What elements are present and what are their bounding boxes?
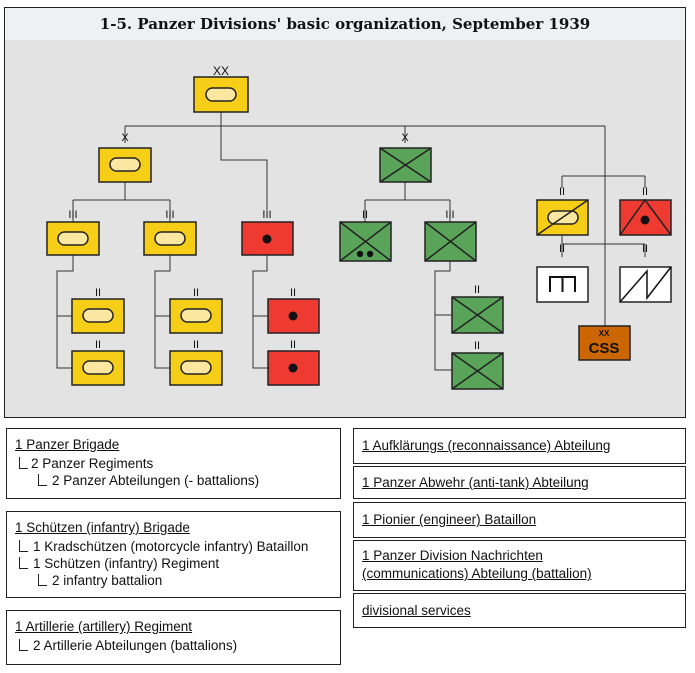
echelon-x-label: X (121, 132, 129, 144)
diagram-title: 1-5. Panzer Divisions' basic organizatio… (4, 7, 686, 41)
echelon-ii-label: II (642, 186, 648, 198)
kradschuetzen-battalion-symbol: II (339, 209, 392, 262)
engineer-battalion-symbol: II (536, 243, 589, 303)
divisional-services-box: divisional services (353, 593, 686, 628)
org-chart-panel: XX X III III III X (4, 40, 686, 418)
signals-text-line1: 1 Panzer Division Nachrichten (362, 548, 543, 563)
echelon-iii-label: III (445, 209, 454, 221)
panzer-battalion-symbol: II (71, 339, 125, 386)
echelon-ii-label: II (362, 209, 368, 221)
panzer-battalion-symbol: II (169, 287, 223, 334)
echelon-xx-label: XX (213, 64, 229, 78)
infantry-battalion-line: 2 infantry battalion (52, 573, 163, 588)
panzer-battalion-symbol: II (169, 339, 223, 386)
tree-branch (19, 540, 28, 552)
panzer-regiments-line: 2 Panzer Regiments (31, 456, 154, 471)
css-echelon-label: XX (599, 329, 610, 338)
tree-branch (19, 557, 28, 569)
echelon-iii-label: III (68, 209, 77, 221)
tree-branch (38, 474, 47, 486)
engineer-text: 1 Pionier (engineer) Bataillon (362, 512, 537, 527)
panzer-regiment-1-symbol: III (46, 209, 100, 256)
echelon-ii-label: II (559, 186, 565, 198)
signals-text-line2: (communications) Abteilung (battalion) (362, 566, 592, 581)
tree-branch (19, 639, 28, 651)
kradschuetzen-line: 1 Kradschützen (motorcycle infantry) Bat… (33, 539, 309, 554)
divisional-services-text: divisional services (362, 603, 471, 618)
reconnaissance-text: 1 Aufklärungs (reconnaissance) Abteilung (362, 438, 611, 453)
signals-battalion-symbol: II (619, 243, 672, 303)
artillery-battalion-symbol: II (267, 287, 320, 334)
antitank-battalion-symbol: II (619, 186, 672, 236)
echelon-ii-label: II (642, 243, 648, 255)
echelon-ii-label: II (559, 243, 565, 255)
infantry-battalion-symbol: II (451, 284, 504, 334)
schuetzen-regiment-symbol: III (424, 209, 477, 262)
tree-branch (38, 574, 47, 586)
tree-branch (19, 457, 28, 469)
css-label: CSS (589, 340, 620, 357)
panzer-battalion-symbol: II (71, 287, 125, 334)
artillery-regiment-symbol: III (241, 209, 294, 256)
panzer-brigade-title: 1 Panzer Brigade (15, 437, 120, 452)
schuetzen-regiment-line: 1 Schützen (infantry) Regiment (33, 556, 220, 571)
echelon-ii-label: II (193, 339, 199, 351)
schuetzen-brigade-box: 1 Schützen (infantry) Brigade 1 Kradschü… (6, 511, 341, 598)
panzer-regiment-2-symbol: III (143, 209, 197, 256)
reconnaissance-battalion-symbol: II (536, 186, 589, 236)
echelon-iii-label: III (262, 209, 271, 221)
panzer-brigade-symbol: X (98, 132, 152, 183)
reconnaissance-box: 1 Aufklärungs (reconnaissance) Abteilung (353, 428, 686, 464)
schuetzen-brigade-symbol: X (379, 132, 432, 183)
echelon-ii-label: II (95, 287, 101, 299)
echelon-ii-label: II (474, 340, 480, 352)
echelon-ii-label: II (95, 339, 101, 351)
infantry-battalion-symbol: II (451, 340, 504, 390)
division-hq-symbol: XX (193, 64, 249, 113)
artillery-battalion-symbol: II (267, 339, 320, 386)
echelon-ii-label: II (474, 284, 480, 296)
engineer-box: 1 Pionier (engineer) Bataillon (353, 502, 686, 538)
panzer-brigade-box: 1 Panzer Brigade 2 Panzer Regiments 2 Pa… (6, 428, 341, 499)
echelon-ii-label: II (290, 339, 296, 351)
divisional-services-symbol: XX CSS (578, 325, 631, 361)
echelon-iii-label: III (165, 209, 174, 221)
artillery-regiment-box: 1 Artillerie (artillery) Regiment 2 Arti… (6, 610, 341, 665)
connector-lines (56, 112, 646, 371)
echelon-ii-label: II (290, 287, 296, 299)
signals-box: 1 Panzer Division Nachrichten (communica… (353, 540, 686, 591)
schuetzen-brigade-title: 1 Schützen (infantry) Brigade (15, 520, 190, 535)
panzer-abteilungen-line: 2 Panzer Abteilungen (- battalions) (52, 473, 260, 488)
antitank-box: 1 Panzer Abwehr (anti-tank) Abteilung (353, 466, 686, 499)
antitank-text: 1 Panzer Abwehr (anti-tank) Abteilung (362, 475, 589, 490)
echelon-ii-label: II (193, 287, 199, 299)
echelon-x-label: X (401, 132, 409, 144)
org-chart: XX X III III III X (46, 64, 672, 390)
artillerie-abteilungen-line: 2 Artillerie Abteilungen (battalions) (33, 638, 238, 653)
artillery-regiment-title: 1 Artillerie (artillery) Regiment (15, 619, 193, 634)
